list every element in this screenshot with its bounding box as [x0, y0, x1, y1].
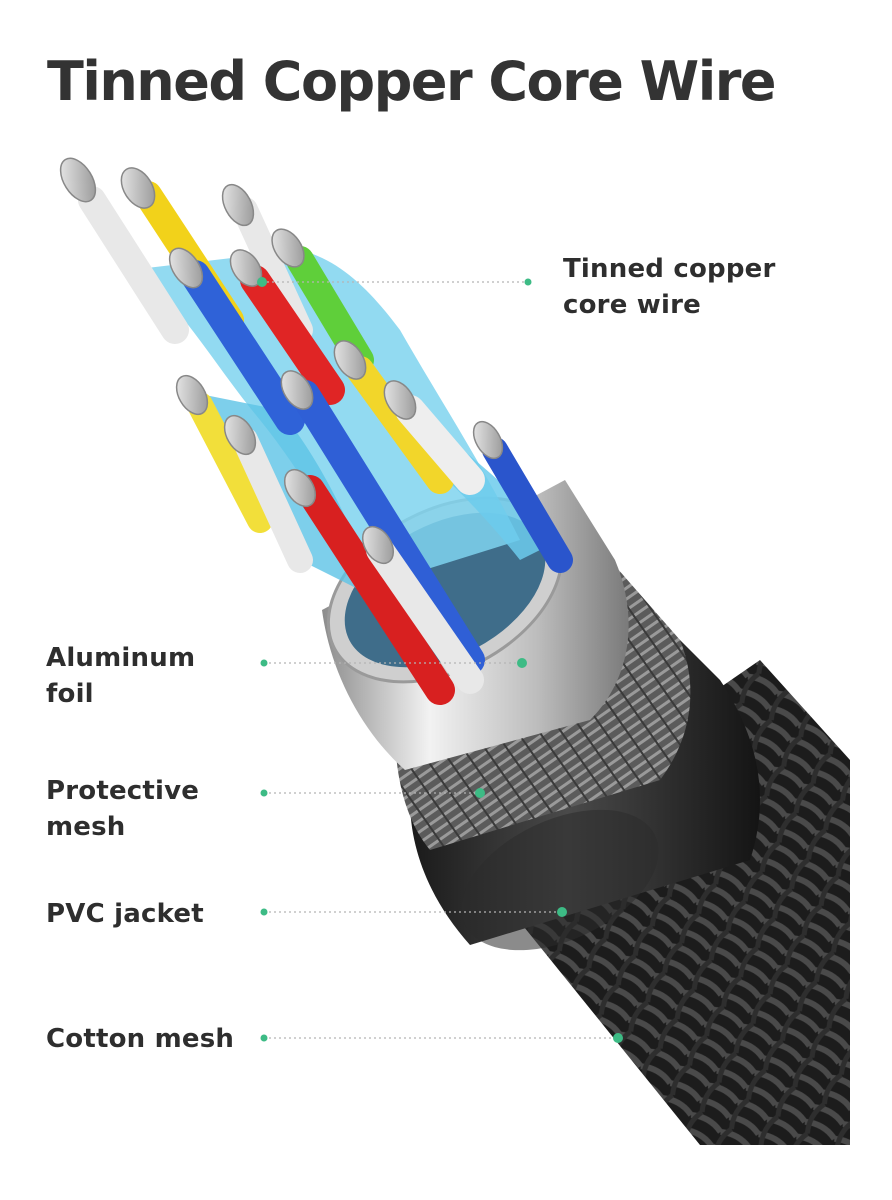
label-line: foil	[46, 679, 94, 709]
label-cotton-mesh: Cotton mesh	[46, 1021, 234, 1057]
label-line: Cotton mesh	[46, 1024, 235, 1054]
label-tinned-copper-core-wire: Tinned copper core wire	[563, 251, 776, 323]
label-line: PVC jacket	[46, 899, 204, 929]
label-line: Aluminum	[46, 643, 196, 673]
core-wires	[59, 157, 573, 705]
label-aluminum-foil: Aluminum foil	[46, 640, 195, 712]
label-line: core wire	[563, 290, 701, 320]
label-pvc-jacket: PVC jacket	[46, 896, 204, 932]
label-protective-mesh: Protective mesh	[46, 773, 199, 845]
page-title: Tinned Copper Core Wire	[47, 50, 777, 113]
label-line: Protective	[46, 776, 200, 806]
label-line: mesh	[46, 812, 126, 842]
label-line: Tinned copper	[563, 254, 776, 284]
